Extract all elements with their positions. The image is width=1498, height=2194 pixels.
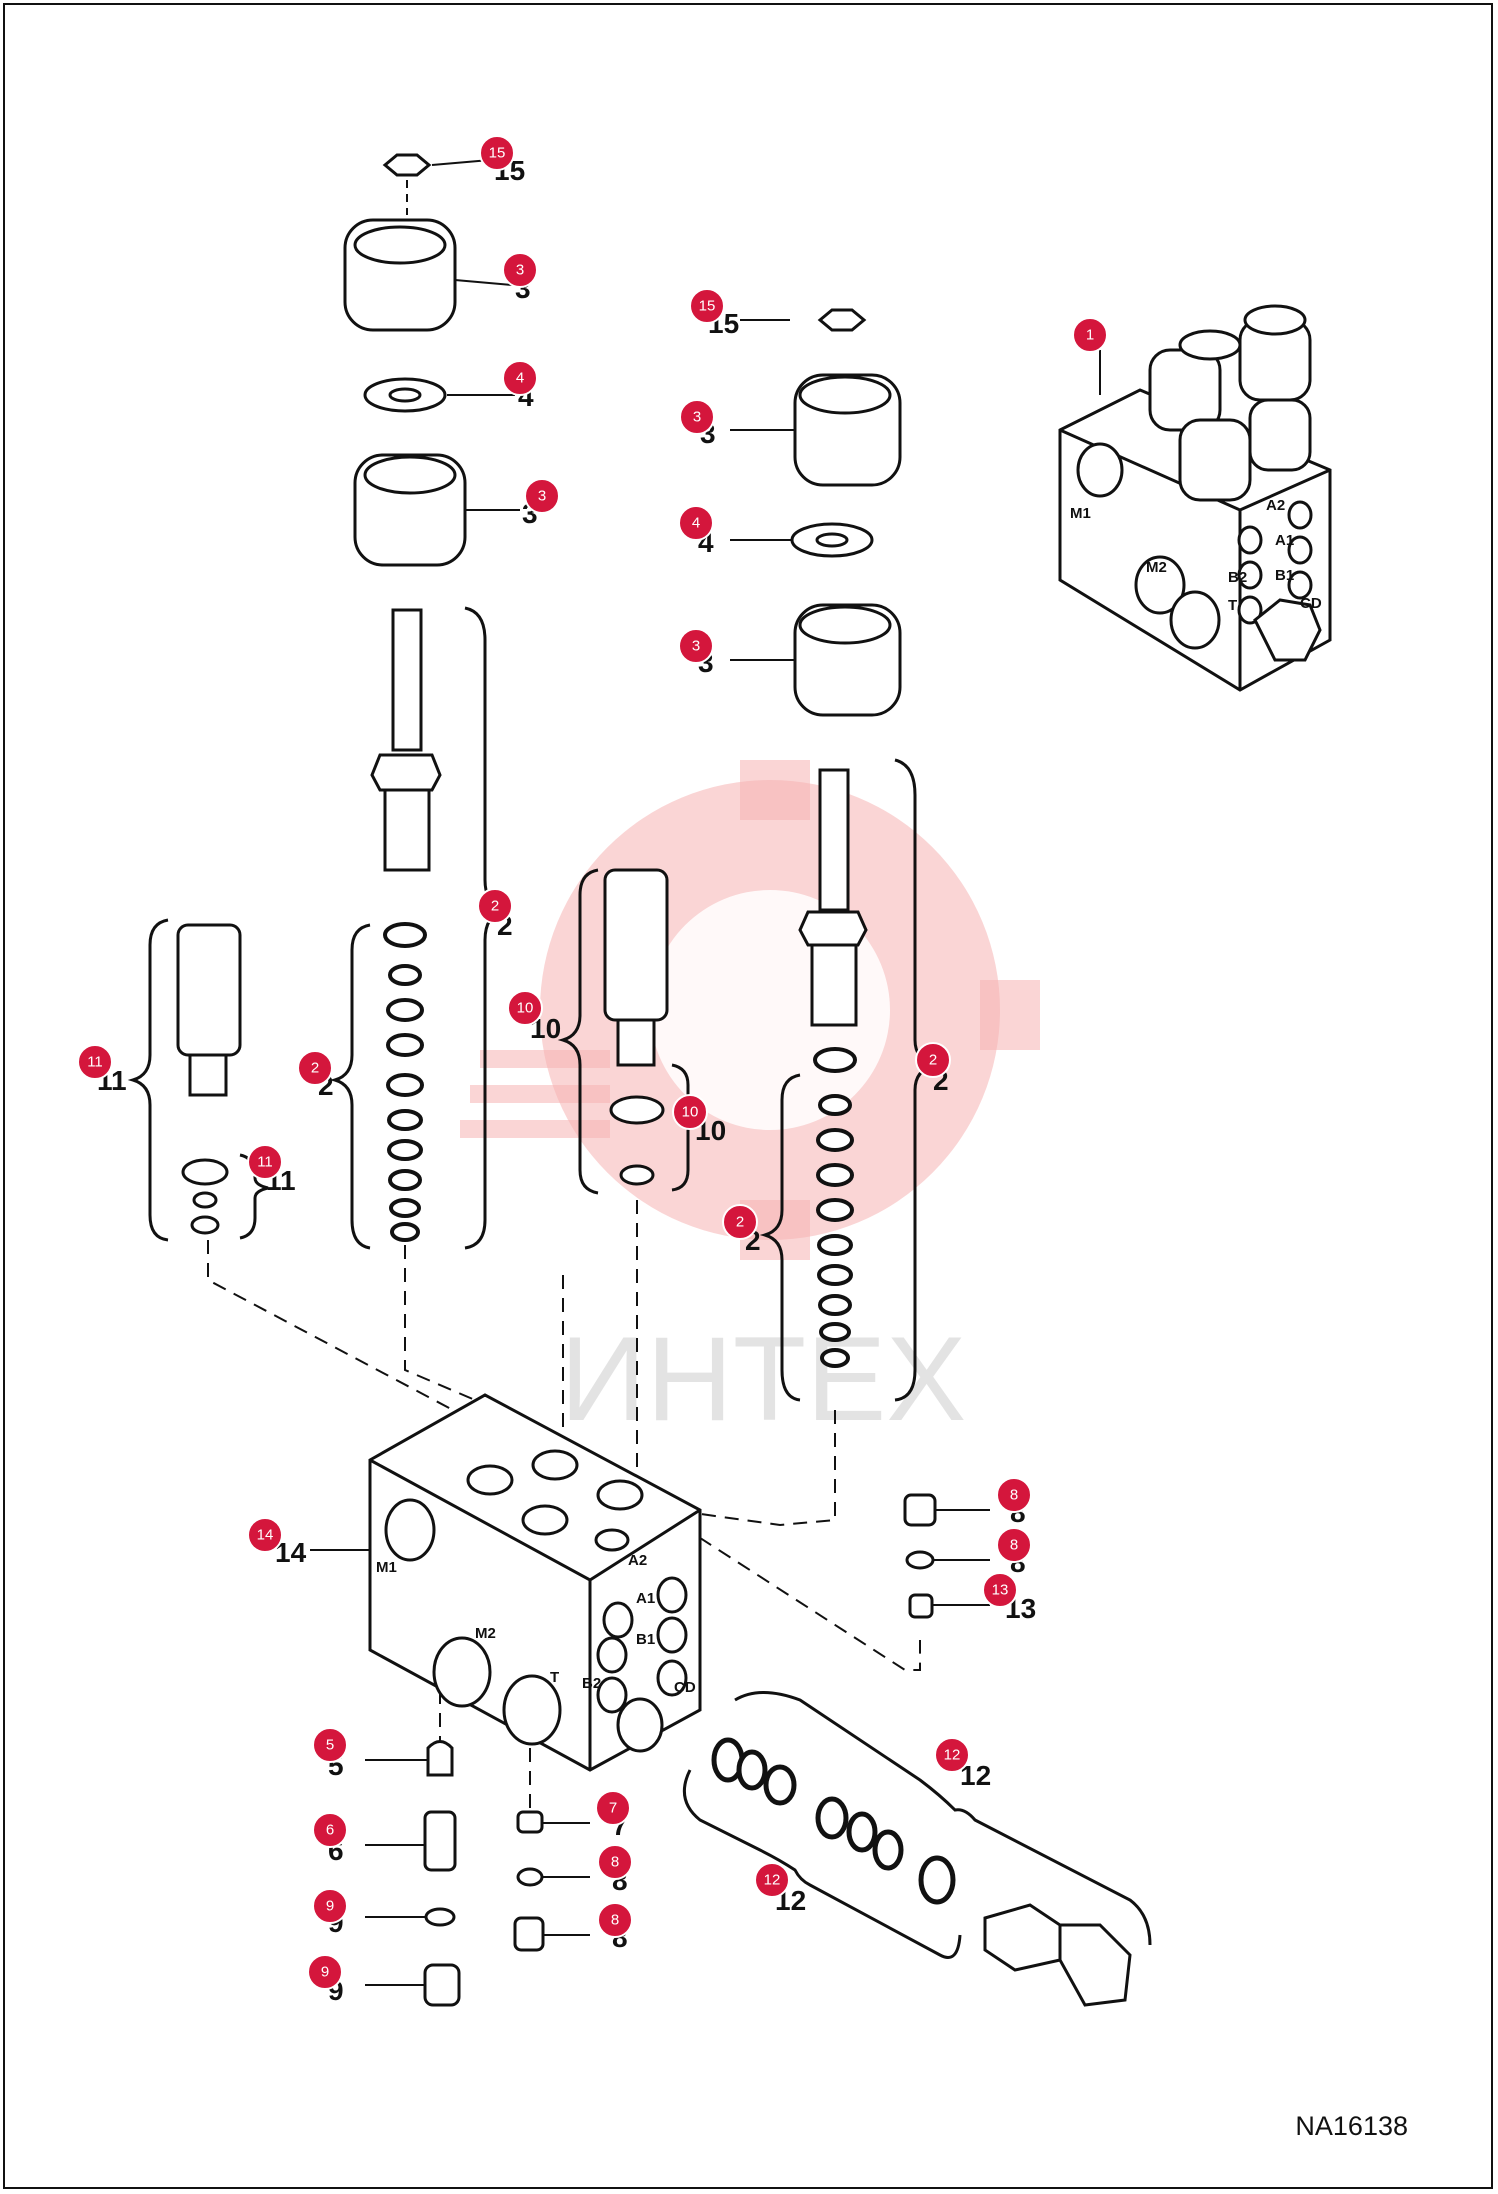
port-label-cd: CD xyxy=(674,1679,696,1696)
part-badge-3a[interactable]: 3 xyxy=(502,252,538,288)
part-badge-2c[interactable]: 2 xyxy=(915,1042,951,1078)
part-badge-12b[interactable]: 12 xyxy=(754,1862,790,1898)
assembled-port-labels: M1 M2 T A2 A1 B1 B2 CD xyxy=(1070,497,1322,614)
small-port-label-cd: CD xyxy=(1300,595,1322,612)
cartridge-11 xyxy=(176,923,242,1235)
small-port-label-a2: A2 xyxy=(1266,497,1285,514)
svg-text:9: 9 xyxy=(321,1964,329,1981)
part-badge-9a[interactable]: 9 xyxy=(312,1888,348,1924)
part-badge-11b[interactable]: 11 xyxy=(247,1144,283,1180)
svg-text:14: 14 xyxy=(257,1527,274,1544)
part-badge-2b[interactable]: 2 xyxy=(297,1050,333,1086)
cartridge-10 xyxy=(603,868,669,1186)
small-port-label-a1: A1 xyxy=(1275,532,1294,549)
svg-text:8: 8 xyxy=(611,1912,619,1929)
svg-text:7: 7 xyxy=(609,1800,617,1817)
part-badge-4a[interactable]: 4 xyxy=(502,360,538,396)
right-solenoid-stack xyxy=(790,308,902,1027)
small-port-label-t: T xyxy=(1228,597,1237,614)
watermark-gear xyxy=(460,760,1040,1260)
part-badge-4b[interactable]: 4 xyxy=(678,505,714,541)
svg-text:3: 3 xyxy=(516,262,524,279)
svg-text:4: 4 xyxy=(516,370,524,387)
part-badge-10a[interactable]: 10 xyxy=(507,990,543,1026)
svg-text:8: 8 xyxy=(611,1854,619,1871)
small-port-label-b2: B2 xyxy=(1228,569,1247,586)
valve-manifold-block xyxy=(368,1393,702,1772)
drawing-code: NA16138 xyxy=(1295,2111,1408,2141)
part-badge-1[interactable]: 1 xyxy=(1072,317,1108,353)
svg-text:3: 3 xyxy=(693,409,701,426)
svg-text:5: 5 xyxy=(326,1737,334,1754)
svg-text:15: 15 xyxy=(489,145,506,162)
svg-text:12: 12 xyxy=(944,1747,961,1764)
port-label-t: T xyxy=(550,1669,559,1686)
svg-text:8: 8 xyxy=(1010,1487,1018,1504)
port-label-m1: M1 xyxy=(376,1559,397,1576)
port-label-b1: B1 xyxy=(636,1631,655,1648)
svg-text:2: 2 xyxy=(491,898,499,915)
port-label-a1: A1 xyxy=(636,1590,655,1607)
right-o-ring-stack xyxy=(813,1047,857,1368)
part-badge-6[interactable]: 6 xyxy=(312,1812,348,1848)
part-badge-5[interactable]: 5 xyxy=(312,1727,348,1763)
left-solenoid-stack xyxy=(343,153,467,872)
svg-text:1: 1 xyxy=(1086,327,1094,344)
svg-text:2: 2 xyxy=(736,1214,744,1231)
part-badge-14[interactable]: 14 xyxy=(247,1517,283,1553)
part-badge-15a[interactable]: 15 xyxy=(479,135,515,171)
part-badge-3c[interactable]: 3 xyxy=(679,399,715,435)
part-badge-2a[interactable]: 2 xyxy=(477,888,513,924)
svg-text:3: 3 xyxy=(692,638,700,655)
grouping-braces xyxy=(127,606,1152,1959)
part-badge-3b[interactable]: 3 xyxy=(524,478,560,514)
svg-text:11: 11 xyxy=(257,1154,273,1171)
part-badge-12a[interactable]: 12 xyxy=(934,1737,970,1773)
svg-text:13: 13 xyxy=(992,1582,1009,1599)
svg-text:4: 4 xyxy=(692,515,700,532)
part-badge-3d[interactable]: 3 xyxy=(678,628,714,664)
part-badge-9b[interactable]: 9 xyxy=(307,1954,343,1990)
svg-text:2: 2 xyxy=(311,1060,319,1077)
svg-text:2: 2 xyxy=(929,1052,937,1069)
svg-text:3: 3 xyxy=(538,488,546,505)
svg-text:10: 10 xyxy=(517,1000,534,1017)
svg-text:8: 8 xyxy=(1010,1537,1018,1554)
small-port-label-b1: B1 xyxy=(1275,567,1294,584)
svg-text:12: 12 xyxy=(764,1872,781,1889)
svg-text:11: 11 xyxy=(87,1054,103,1071)
manifold-port-labels: M1 M2 T A2 A1 B1 B2 CD xyxy=(376,1552,696,1696)
part-badge-7[interactable]: 7 xyxy=(595,1790,631,1826)
part-badge-11a[interactable]: 11 xyxy=(77,1044,113,1080)
part-badge-8a[interactable]: 8 xyxy=(996,1477,1032,1513)
watermark-text: ИНТЕХ xyxy=(560,1312,966,1446)
part-badge-8b[interactable]: 8 xyxy=(996,1527,1032,1563)
svg-text:10: 10 xyxy=(682,1104,699,1121)
part-badge-2d[interactable]: 2 xyxy=(722,1204,758,1240)
drawing-frame xyxy=(3,3,1493,2189)
small-port-label-m2: M2 xyxy=(1146,559,1167,576)
port-label-m2: M2 xyxy=(475,1625,496,1642)
left-o-ring-stack xyxy=(383,922,427,1242)
side-plug-assembly xyxy=(711,1737,1132,2007)
svg-text:15: 15 xyxy=(699,298,716,315)
part-badge-13[interactable]: 13 xyxy=(982,1572,1018,1608)
part-badge-15b[interactable]: 15 xyxy=(689,288,725,324)
part-badge-8d[interactable]: 8 xyxy=(597,1902,633,1938)
svg-text:9: 9 xyxy=(326,1898,334,1915)
part-badge-8c[interactable]: 8 xyxy=(597,1844,633,1880)
part-badge-10b[interactable]: 10 xyxy=(672,1094,708,1130)
svg-text:6: 6 xyxy=(326,1822,334,1839)
port-label-b2: B2 xyxy=(582,1675,601,1692)
leader-lines xyxy=(310,159,1101,1986)
assembled-valve-view xyxy=(1058,304,1332,692)
small-port-label-m1: M1 xyxy=(1070,505,1091,522)
port-label-a2: A2 xyxy=(628,1552,647,1569)
